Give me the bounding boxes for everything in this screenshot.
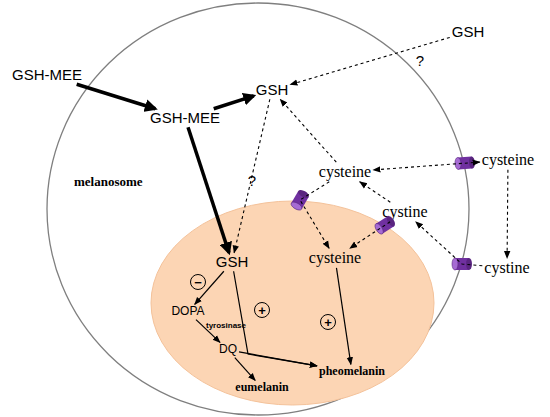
transport-arrow (373, 162, 480, 170)
molecule-node: GSH-MEE (150, 110, 220, 127)
uptake-arrow (77, 84, 156, 109)
molecule-node: GSH (452, 24, 485, 41)
molecule-node: cysteine (319, 163, 371, 181)
effect-circle (191, 275, 206, 290)
molecule-label: cysteine (482, 151, 534, 169)
molecule-node: pheomelanin (319, 365, 385, 378)
molecule-node: DOPA (171, 305, 204, 318)
transport-arrow (234, 99, 270, 253)
transport-arrow (290, 37, 449, 84)
transport-arrow (280, 99, 336, 162)
effect-circle (321, 315, 336, 330)
molecule-label: GSH-MEE (150, 110, 220, 127)
molecule-label: pheomelanin (319, 365, 385, 378)
molecule-label: DOPA (171, 305, 204, 318)
transport-arrow (507, 170, 509, 258)
molecule-label: GSH (452, 24, 485, 41)
cell-outline: GSH-MEEGSHcysteinecystinemelanosomeGSHcy… (46, 2, 470, 416)
melanosome-outline (150, 200, 435, 406)
question-mark: ? (416, 53, 424, 68)
transport-arrow (300, 182, 329, 248)
molecule-label: cysteine (309, 249, 361, 267)
melanosome-outline (151, 201, 434, 405)
molecule-label: GSH (216, 254, 249, 271)
effect-sign: + (258, 304, 266, 317)
enzyme-label: tyrosinase (206, 322, 246, 330)
molecule-node: GSH-MEE (12, 67, 82, 84)
transporter-symbol (290, 188, 310, 211)
reaction-arrow (239, 352, 317, 366)
compartment-heading: melanosome (74, 175, 143, 189)
molecule-label: eumelanin (235, 381, 288, 394)
molecule-node: GSH (256, 82, 289, 99)
molecule-label: cystine (484, 259, 529, 277)
uptake-arrow (214, 96, 254, 109)
molecule-node: GSH (216, 254, 249, 271)
molecule-node: eumelanin (235, 381, 288, 394)
molecule-label: DQ (219, 343, 237, 356)
molecule-node: DQ (219, 343, 237, 356)
reaction-arrow (235, 358, 255, 381)
effect-sign: − (194, 276, 202, 289)
reaction-arrow (234, 271, 317, 366)
molecule-node: cysteine (309, 249, 361, 267)
transport-arrow (416, 222, 483, 266)
transport-arrow (350, 222, 390, 248)
transport-arrow (360, 182, 391, 202)
melanosome-outline: melanosomeGSHcysteineDOPADQpheomelanineu… (150, 200, 435, 406)
molecule-label: cysteine (319, 163, 371, 181)
effect-sign: + (324, 316, 332, 329)
question-mark: ? (248, 173, 256, 188)
uptake-arrow (188, 127, 229, 253)
molecule-label: GSH-MEE (12, 67, 82, 84)
molecule-node: cystine (484, 259, 529, 277)
molecule-node: cysteine (482, 151, 534, 169)
effect-circle (255, 303, 270, 318)
cell-outline (47, 3, 469, 415)
molecule-label: GSH (256, 82, 289, 99)
reaction-arrow (195, 271, 224, 304)
reaction-arrow (336, 268, 350, 365)
